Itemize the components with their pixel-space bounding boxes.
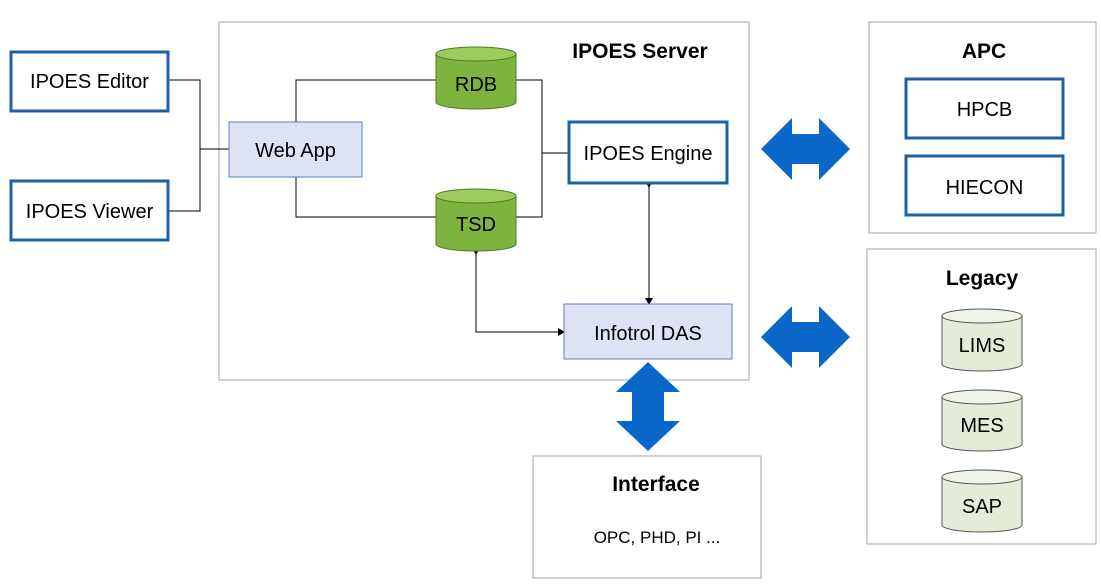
server-apc-double-arrow	[761, 118, 850, 180]
rdb-label: RDB	[455, 74, 497, 96]
interface-title: Interface	[612, 473, 700, 496]
legacy-db-lims[interactable]: LIMS	[941, 308, 1023, 372]
hpcb-label: HPCB	[957, 99, 1013, 121]
apc-item-hpcb[interactable]: HPCB	[904, 77, 1065, 140]
apc-container: APC HPCB HIECON	[868, 21, 1097, 234]
client-connector	[168, 79, 201, 212]
apc-title: APC	[962, 40, 1006, 63]
interface-container: Interface OPC, PHD, PI ...	[532, 455, 762, 579]
mes-label: MES	[960, 415, 1003, 437]
ipoes-engine-label: IPOES Engine	[584, 143, 713, 165]
db-to-engine-connector	[516, 79, 543, 218]
legacy-container: Legacy LIMS MES SAP	[866, 248, 1097, 545]
tsd-label: TSD	[456, 214, 496, 236]
infotrol-das-label: Infotrol DAS	[594, 323, 702, 345]
ipoes-editor-box[interactable]: IPOES Editor	[9, 50, 170, 113]
server-title: IPOES Server	[572, 40, 707, 63]
web-app-box[interactable]: Web App	[228, 121, 363, 178]
hiecon-label: HIECON	[946, 177, 1024, 199]
tsd-das-arrow	[472, 248, 565, 336]
sap-label: SAP	[962, 496, 1002, 518]
legacy-title: Legacy	[946, 267, 1019, 290]
tsd-database[interactable]: TSD	[435, 188, 517, 252]
interface-items: OPC, PHD, PI ...	[594, 528, 721, 547]
web-app-label: Web App	[255, 140, 336, 162]
webapp-to-tsd-line	[295, 177, 436, 218]
server-interface-double-arrow	[616, 362, 680, 451]
webapp-to-rdb-line	[295, 79, 436, 122]
infotrol-das-box[interactable]: Infotrol DAS	[563, 303, 733, 360]
lims-label: LIMS	[959, 335, 1006, 357]
ipoes-editor-label: IPOES Editor	[30, 71, 149, 93]
ipoes-engine-box[interactable]: IPOES Engine	[567, 120, 729, 185]
ipoes-viewer-box[interactable]: IPOES Viewer	[9, 179, 170, 242]
ipoes-viewer-label: IPOES Viewer	[26, 201, 154, 223]
connectors	[168, 79, 653, 336]
rdb-database[interactable]: RDB	[435, 46, 517, 110]
legacy-db-mes[interactable]: MES	[941, 389, 1023, 452]
apc-item-hiecon[interactable]: HIECON	[904, 154, 1065, 217]
server-legacy-double-arrow	[761, 306, 850, 368]
legacy-db-sap[interactable]: SAP	[941, 469, 1023, 533]
